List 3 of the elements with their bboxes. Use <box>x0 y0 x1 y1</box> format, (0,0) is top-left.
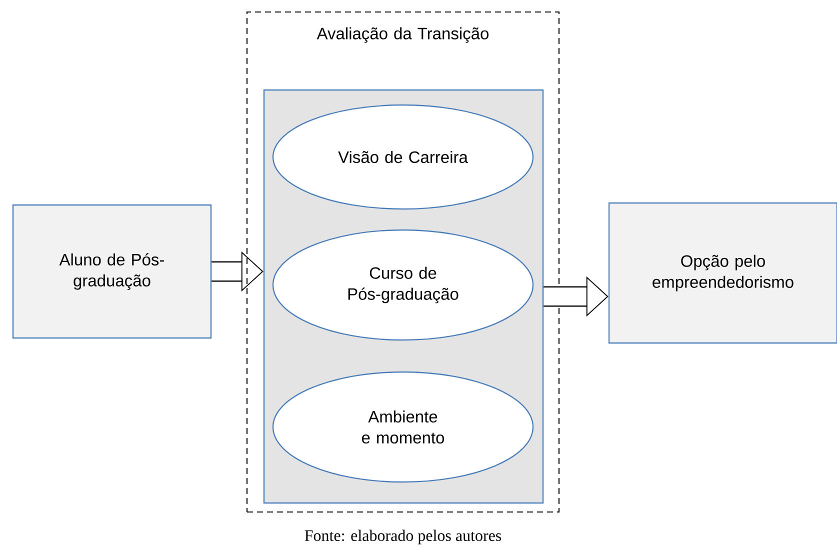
process-box: Opção pelo empreendedorismo <box>608 202 837 344</box>
caption: Fonte: elaborado pelos autores <box>304 530 502 544</box>
process-box: Aluno de Pós-graduação <box>12 204 212 339</box>
